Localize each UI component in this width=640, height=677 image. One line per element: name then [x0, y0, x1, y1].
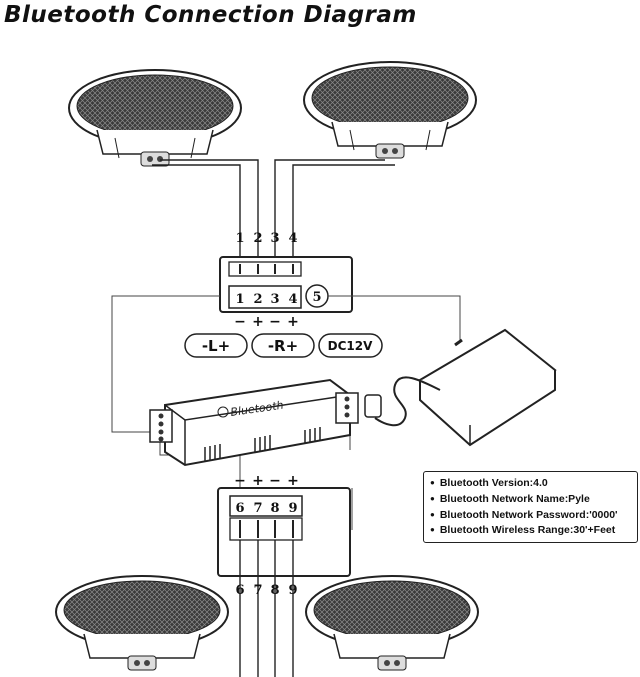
- spec-version: Bluetooth Version:4.0: [430, 476, 637, 492]
- power-port-number: 5: [312, 290, 321, 305]
- power-label: DC12V: [328, 339, 373, 353]
- bottom-terminal-number: 6: [235, 583, 244, 598]
- bottom-terminal-number: 7: [253, 583, 262, 598]
- bottom-terminal-number: 8: [270, 583, 279, 598]
- top-terminal-number: 3: [270, 231, 279, 246]
- top-terminal-box-number: 1: [235, 292, 244, 307]
- top-terminal-box-number: 2: [253, 292, 262, 307]
- bottom-speaker-wires: [239, 540, 294, 677]
- top-terminal-number: 1: [235, 231, 244, 246]
- speaker-bottom-left: [55, 575, 229, 671]
- bottom-terminal-polarity-mark: +: [252, 473, 264, 489]
- top-terminal-box-number: 3: [270, 292, 279, 307]
- top-terminal-number: 4: [288, 231, 297, 246]
- top-terminal-block: [219, 256, 353, 313]
- left-channel-label: -L+: [202, 337, 230, 355]
- channel-labels: [184, 333, 383, 358]
- top-terminal-polarity-mark: +: [287, 314, 299, 330]
- spec-password: Bluetooth Network Password:'0000': [430, 508, 637, 524]
- bottom-terminal-box-number: 7: [253, 501, 262, 516]
- top-terminal-polarity-mark: −: [234, 314, 246, 330]
- bottom-terminal-box-number: 6: [235, 501, 244, 516]
- bluetooth-amplifier: [149, 378, 359, 467]
- bottom-terminal-polarity-mark: +: [287, 473, 299, 489]
- speaker-bottom-right: [305, 575, 479, 671]
- spec-range: Bluetooth Wireless Range:30'+Feet: [430, 523, 637, 539]
- speaker-top-right: [303, 61, 477, 159]
- bluetooth-icon: [217, 406, 229, 418]
- bluetooth-specs-box: Bluetooth Version:4.0 Bluetooth Network …: [423, 471, 638, 543]
- bottom-terminal-block: [217, 487, 351, 577]
- bottom-terminal-polarity-mark: −: [269, 473, 281, 489]
- bottom-terminal-box-number: 8: [270, 501, 279, 516]
- top-terminal-box-number: 4: [288, 292, 297, 307]
- power-adapter-icon: [364, 328, 557, 447]
- bottom-terminal-box-number: 9: [288, 501, 297, 516]
- spec-network-name: Bluetooth Network Name:Pyle: [430, 492, 637, 508]
- right-channel-label: -R+: [268, 337, 298, 355]
- page-title: Bluetooth Connection Diagram: [4, 2, 417, 28]
- top-terminal-polarity-mark: −: [269, 314, 281, 330]
- top-terminal-number: 2: [253, 231, 262, 246]
- bottom-terminal-number: 9: [288, 583, 297, 598]
- top-terminal-polarity-mark: +: [252, 314, 264, 330]
- speaker-top-left: [68, 69, 242, 167]
- top-speaker-wires: [152, 159, 395, 262]
- bottom-terminal-polarity-mark: −: [234, 473, 246, 489]
